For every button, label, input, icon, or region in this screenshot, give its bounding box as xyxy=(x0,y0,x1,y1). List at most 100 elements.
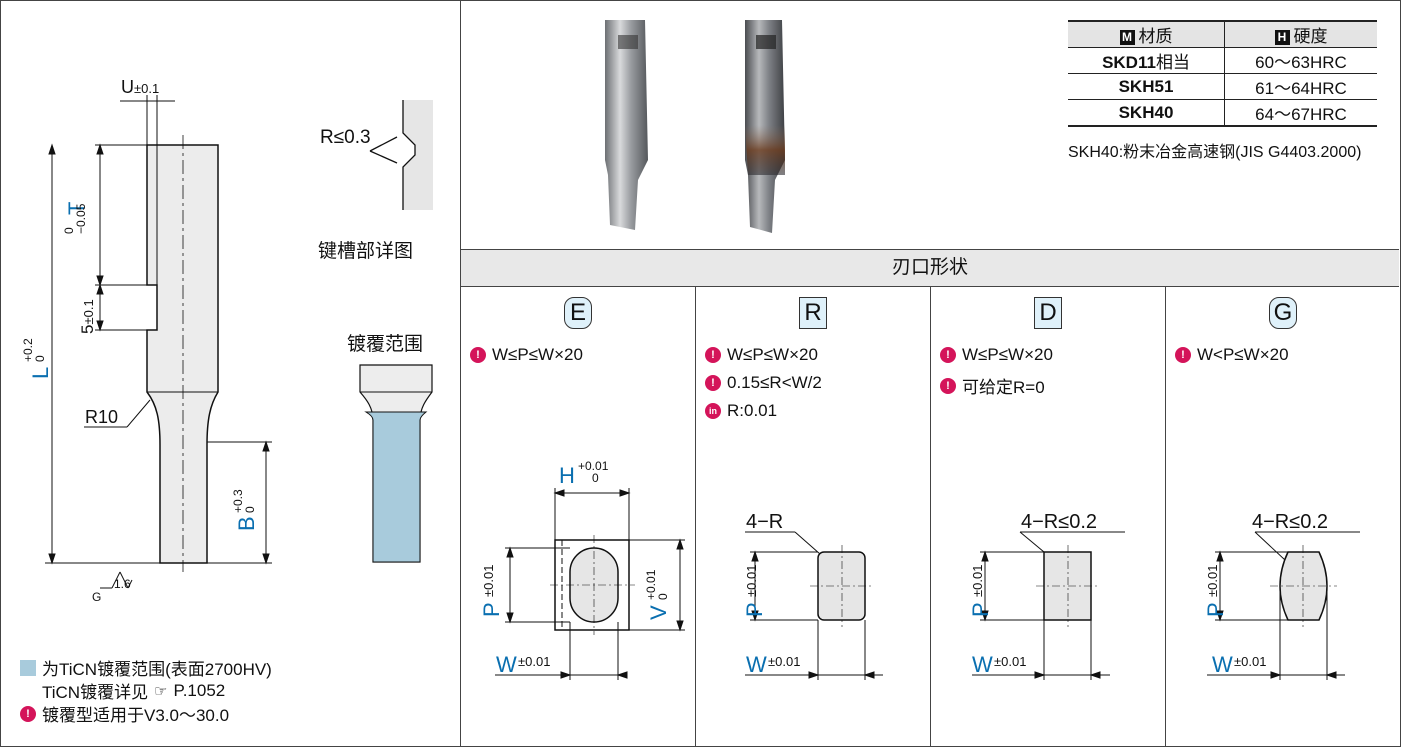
punch-photos xyxy=(605,20,785,233)
shape-e-drawing xyxy=(495,488,685,680)
l-tol-lower: 0 xyxy=(33,355,47,362)
shape-r-note-text: 0.15≤R<W/2 xyxy=(727,373,822,392)
shape-d-note-1: ! W≤P≤W×20 xyxy=(940,345,1053,365)
material-suffix: 相当 xyxy=(1155,53,1190,72)
shape-e-p-label: P xyxy=(479,602,504,617)
legend-line3-text: 镀覆型适用于V3.0～30.0 xyxy=(42,706,230,725)
left-divider xyxy=(460,0,461,747)
legend-line1-text: 为TiCN镀覆范围(表面2700HV) xyxy=(42,660,272,679)
keyway-r-label: R≤0.3 xyxy=(320,127,371,148)
b-dimension: B xyxy=(234,516,260,531)
shape-r-info-note: in R:0.01 xyxy=(705,401,777,421)
shape-d-drawing xyxy=(972,531,1125,680)
shape-e-note: ! W≤P≤W×20 xyxy=(470,345,583,365)
legend-page-ref[interactable]: P.1052 xyxy=(173,680,226,700)
shape-e-w-label: W xyxy=(496,652,517,677)
l-label: L xyxy=(28,366,53,379)
u-tolerance: ±0.1 xyxy=(134,81,160,96)
h-tol-upper: +0.01 xyxy=(578,459,609,473)
shape-e-p-tolerance: ±0.01 xyxy=(481,564,496,597)
hardness-value: 61～64HRC xyxy=(1224,73,1377,100)
shape-d-w-tolerance: ±0.01 xyxy=(994,654,1027,669)
h-tol-lower: 0 xyxy=(592,471,599,485)
tip-shapes-title: 刃口形状 xyxy=(891,257,968,278)
l-dimension: L xyxy=(28,367,54,379)
l-tolerance: +0.2 0 xyxy=(21,338,47,362)
shape-letter-g: G xyxy=(1269,297,1297,329)
shape-d-corner-label: 4−R≤0.2 xyxy=(1021,511,1098,533)
material-row: SKH51 61～64HRC xyxy=(1068,73,1377,100)
legend-line2: TiCN镀覆详见 ☞ P.1052 xyxy=(42,678,225,703)
material-row: SKH40 64～67HRC xyxy=(1068,99,1377,127)
shape-r-w-tolerance: ±0.01 xyxy=(768,654,801,669)
shape-divider-2 xyxy=(930,285,931,747)
bulb-icon: ! xyxy=(470,347,486,363)
coating-range-drawing xyxy=(359,364,433,563)
shape-g-w-label: W xyxy=(1212,652,1233,677)
material-name: SKH51 xyxy=(1068,73,1225,100)
hardness-value: 64～67HRC xyxy=(1224,99,1377,127)
roughness-value: 1.6 xyxy=(114,577,131,591)
shape-d-note-text: W≤P≤W×20 xyxy=(962,345,1053,364)
shape-divider-3 xyxy=(1165,285,1166,747)
bulb-icon: ! xyxy=(940,377,956,394)
shape-letter-e: E xyxy=(564,297,592,329)
shape-d-w-label: W xyxy=(972,652,993,677)
tip-shapes-header: 刃口形状 xyxy=(461,249,1399,287)
keyway-5-dimension: 5±0.1 xyxy=(78,299,98,334)
bulb-icon: ! xyxy=(705,375,721,391)
shape-g-w-tolerance: ±0.01 xyxy=(1234,654,1267,669)
shape-letter-d: D xyxy=(1034,297,1062,329)
shape-d-p-label: P xyxy=(968,602,993,617)
info-badge-icon: in xyxy=(705,403,721,419)
bulb-icon: ! xyxy=(940,347,956,363)
legend-line3: ! 镀覆型适用于V3.0～30.0 xyxy=(20,701,229,726)
bulb-icon: ! xyxy=(1175,347,1191,363)
punch-drawing xyxy=(45,95,272,589)
key5-tolerance: ±0.1 xyxy=(81,299,96,325)
material-badge: M xyxy=(1119,30,1135,45)
corner-label: 4−R xyxy=(746,511,784,533)
b-tolerance: +0.3 0 xyxy=(231,489,257,513)
shape-letter-r: R xyxy=(799,297,827,329)
shape-r-p-label: P xyxy=(742,602,767,617)
shape-g-p-tolerance: ±0.01 xyxy=(1205,564,1220,597)
hardness-badge: H xyxy=(1274,30,1290,45)
coating-detail-caption: 镀覆范围 xyxy=(347,334,424,355)
keyway-detail-drawing xyxy=(369,100,433,210)
material-footnote: SKH40:粉末冶金高速钢(JIS G4403.2000) xyxy=(1068,144,1362,161)
material-name: SKD11 xyxy=(1102,53,1156,72)
shape-g-corner-label: 4−R≤0.2 xyxy=(1252,511,1329,533)
b-label: B xyxy=(234,516,259,531)
shape-r-note-2: ! 0.15≤R<W/2 xyxy=(705,373,822,393)
shape-r-w-label: W xyxy=(746,652,767,677)
shape-d-note-text: 可给定R=0 xyxy=(962,378,1045,397)
shape-r-note-text: W≤P≤W×20 xyxy=(727,345,818,364)
shape-g-drawing xyxy=(1207,531,1360,680)
u-label: U xyxy=(121,77,134,97)
key5-label: 5 xyxy=(78,324,97,334)
shape-d-p-tolerance: ±0.01 xyxy=(970,564,985,597)
shape-e-h-label: H xyxy=(559,463,575,488)
shape-e-note-text: W≤P≤W×20 xyxy=(492,345,583,364)
material-row: SKD11相当 60～63HRC xyxy=(1068,47,1377,74)
bulb-icon: ! xyxy=(20,705,36,722)
r10-label: R10 xyxy=(85,407,119,427)
shape-r-note-1: ! W≤P≤W×20 xyxy=(705,345,818,365)
pointing-hand-icon: ☞ xyxy=(154,682,168,700)
shape-divider-1 xyxy=(695,285,696,747)
shape-r-info-text: R:0.01 xyxy=(727,401,778,420)
roughness-g: G xyxy=(92,590,102,604)
bulb-icon: ! xyxy=(705,347,721,363)
shape-r-p-tolerance: ±0.01 xyxy=(744,564,759,597)
t-tol-lower: −0.05 xyxy=(74,203,88,234)
shape-r-drawing xyxy=(745,531,883,680)
u-dimension: U±0.1 xyxy=(121,77,159,98)
hardness-value: 60～63HRC xyxy=(1224,47,1377,74)
shape-d-note-2: ! 可给定R=0 xyxy=(940,373,1045,398)
legend-line2-text: TiCN镀覆详见 xyxy=(42,683,149,702)
b-tol-lower: 0 xyxy=(243,506,257,513)
shape-g-note-1: !W<P≤W×20 xyxy=(1175,345,1289,365)
